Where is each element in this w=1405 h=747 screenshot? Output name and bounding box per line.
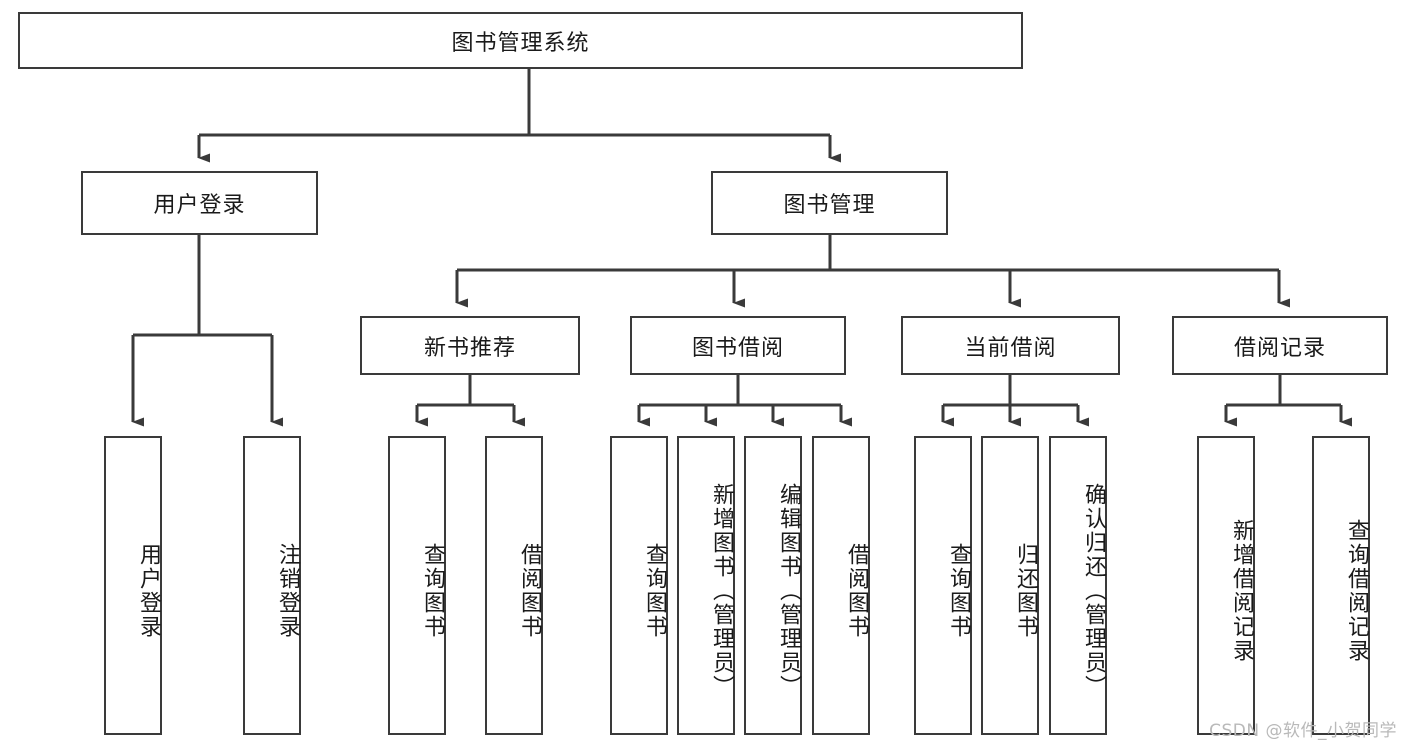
node-label: 借阅图书 (517, 542, 542, 639)
node-current-borrow[interactable]: 当前借阅 (901, 316, 1120, 375)
node-label: 借阅记录 (1233, 335, 1326, 361)
node-borrow-record[interactable]: 借阅记录 (1172, 316, 1388, 375)
node-book-borrow[interactable]: 图书借阅 (630, 316, 846, 375)
leaf-book-borrow-borrow[interactable]: 借阅图书 (812, 436, 870, 735)
node-label: 查询图书 (420, 542, 445, 639)
node-label: 编辑图书（管理员） (776, 482, 801, 699)
node-label: 用户登录 (153, 193, 246, 218)
watermark-text: CSDN @软件_小贺同学 (1209, 721, 1397, 741)
node-label: 注销登录 (275, 542, 300, 639)
node-label: 新书推荐 (423, 335, 516, 361)
leaf-new-book-borrow[interactable]: 借阅图书 (485, 436, 543, 735)
node-label: 新增借阅记录 (1229, 518, 1254, 663)
leaf-borrow-record-add[interactable]: 新增借阅记录 (1197, 436, 1255, 735)
node-label: 新增图书（管理员） (709, 482, 734, 699)
node-label: 归还图书 (1013, 542, 1038, 639)
leaf-book-borrow-add[interactable]: 新增图书（管理员） (677, 436, 735, 735)
node-root-system[interactable]: 图书管理系统 (18, 12, 1023, 69)
node-label: 图书管理系统 (451, 30, 590, 56)
node-label: 查询图书 (946, 542, 971, 639)
node-label: 用户登录 (136, 542, 161, 639)
node-new-book-recommend[interactable]: 新书推荐 (360, 316, 580, 375)
node-label: 图书管理 (783, 193, 876, 218)
node-book-management[interactable]: 图书管理 (711, 171, 948, 235)
leaf-user-login-login[interactable]: 用户登录 (104, 436, 162, 735)
leaf-current-borrow-confirm-return[interactable]: 确认归还（管理员） (1049, 436, 1107, 735)
node-label: 借阅图书 (844, 542, 869, 639)
leaf-borrow-record-query[interactable]: 查询借阅记录 (1312, 436, 1370, 735)
node-label: 查询图书 (642, 542, 667, 639)
leaf-user-login-logout[interactable]: 注销登录 (243, 436, 301, 735)
leaf-book-borrow-query[interactable]: 查询图书 (610, 436, 668, 735)
node-label: 确认归还（管理员） (1081, 482, 1106, 699)
leaf-book-borrow-edit[interactable]: 编辑图书（管理员） (744, 436, 802, 735)
node-label: 当前借阅 (964, 335, 1057, 361)
leaf-current-borrow-query[interactable]: 查询图书 (914, 436, 972, 735)
node-label: 查询借阅记录 (1344, 518, 1369, 663)
node-label: 图书借阅 (691, 335, 784, 361)
node-user-login[interactable]: 用户登录 (81, 171, 318, 235)
leaf-current-borrow-return[interactable]: 归还图书 (981, 436, 1039, 735)
leaf-new-book-query[interactable]: 查询图书 (388, 436, 446, 735)
